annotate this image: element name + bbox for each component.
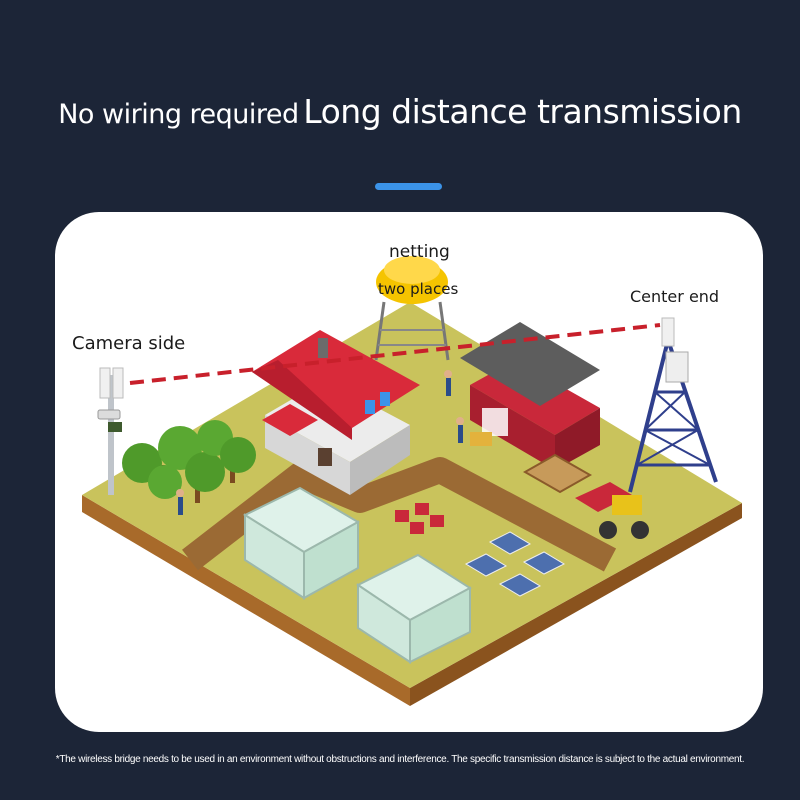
dirt-path	[182, 457, 617, 572]
water-tower	[374, 256, 450, 361]
camera-side-pole	[97, 367, 124, 495]
two-places-label: two places	[378, 280, 459, 298]
island-side-right	[410, 503, 742, 706]
farmhouse	[252, 330, 420, 495]
greenhouse-2	[356, 553, 472, 664]
greenhouse-1	[242, 486, 361, 600]
island-ground	[82, 302, 742, 688]
solar-panels	[464, 531, 566, 597]
page-title-part-2: Long distance transmission	[303, 92, 742, 131]
center-end-label: Center end	[630, 287, 720, 306]
title-accent-bar	[375, 183, 442, 190]
netting-label: netting	[389, 242, 450, 262]
island-side-left	[82, 495, 410, 706]
farmers	[176, 370, 464, 515]
barn	[460, 322, 600, 470]
wireless-link-line	[129, 323, 661, 385]
beehives	[395, 503, 444, 534]
center-end-tower	[628, 317, 718, 493]
page-title-part-1: No wiring required	[58, 99, 299, 130]
tractor	[575, 482, 649, 539]
disclaimer-footnote: *The wireless bridge needs to be used in…	[55, 754, 745, 765]
animal-pen	[522, 453, 593, 494]
camera-side-label: Camera side	[72, 333, 186, 354]
orchard	[122, 420, 256, 503]
page-title: No wiring required Long distance transmi…	[0, 92, 800, 131]
